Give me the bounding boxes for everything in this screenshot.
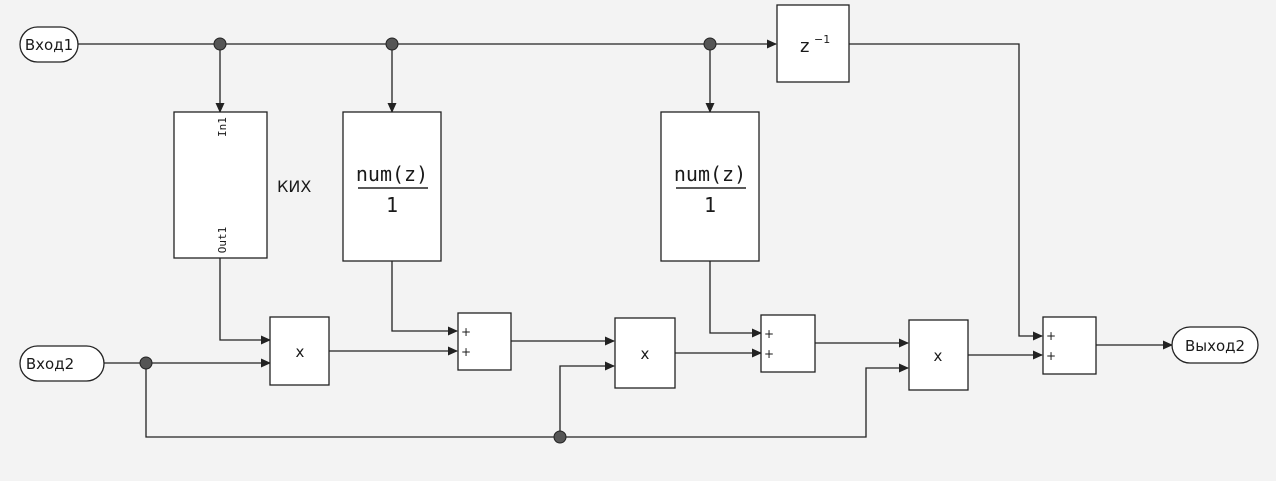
delay-exponent: −1 xyxy=(814,33,830,46)
product-block-3[interactable]: x xyxy=(908,319,969,391)
wire-subsystem-to-product1[interactable] xyxy=(219,258,271,345)
filter2-numerator: num(z) xyxy=(674,162,746,186)
sum2-sign-1: + xyxy=(764,327,774,341)
fir-subsystem-block[interactable]: In1 Out1 xyxy=(173,111,268,259)
discrete-filter-block-1[interactable]: num(z) 1 xyxy=(342,111,442,262)
wire-filter2-to-sum2[interactable] xyxy=(709,261,762,338)
junction-input1-a xyxy=(213,37,227,51)
discrete-filter-block-2[interactable]: num(z) 1 xyxy=(660,111,760,262)
sum-block-2[interactable]: + + xyxy=(760,314,816,373)
product2-symbol: x xyxy=(641,345,650,363)
sum2-sign-2: + xyxy=(764,347,774,361)
sum-block-1[interactable]: + + xyxy=(457,312,512,371)
product-block-1[interactable]: x xyxy=(269,316,330,386)
sum1-sign-1: + xyxy=(461,325,471,339)
junctions xyxy=(139,37,717,444)
input-port-1[interactable]: Вход1 xyxy=(19,26,79,63)
input-port-2-label: Вход2 xyxy=(26,355,74,373)
junction-input1-b xyxy=(385,37,399,51)
filter1-denominator: 1 xyxy=(386,193,398,217)
wires xyxy=(78,39,1173,438)
junction-bottom-bus xyxy=(553,430,567,444)
junction-input2 xyxy=(139,356,153,370)
output-port-2[interactable]: Выход2 xyxy=(1171,326,1259,364)
wire-bus-to-product2[interactable] xyxy=(559,361,615,437)
filter2-denominator: 1 xyxy=(704,193,716,217)
output-port-2-label: Выход2 xyxy=(1185,337,1245,355)
input-port-1-label: Вход1 xyxy=(25,36,73,54)
wire-delay-to-sum3[interactable] xyxy=(849,43,1043,341)
wire-filter1-to-sum1[interactable] xyxy=(391,261,458,336)
filter1-numerator: num(z) xyxy=(356,162,428,186)
sum3-sign-1: + xyxy=(1046,329,1056,343)
unit-delay-block[interactable]: z −1 xyxy=(776,4,850,83)
subsystem-name: КИХ xyxy=(277,177,311,196)
product3-symbol: x xyxy=(934,347,943,365)
input-port-2[interactable]: Вход2 xyxy=(19,345,105,382)
product-block-2[interactable]: x xyxy=(614,317,676,389)
junction-input1-c xyxy=(703,37,717,51)
subsystem-in-port-label: In1 xyxy=(216,117,229,137)
product1-symbol: x xyxy=(296,343,305,361)
sum3-sign-2: + xyxy=(1046,349,1056,363)
sum-block-3[interactable]: + + xyxy=(1042,316,1097,375)
delay-base: z xyxy=(800,36,809,57)
sum1-sign-2: + xyxy=(461,345,471,359)
subsystem-out-port-label: Out1 xyxy=(216,227,229,254)
wire-input2-bottom-bus[interactable] xyxy=(145,363,909,438)
